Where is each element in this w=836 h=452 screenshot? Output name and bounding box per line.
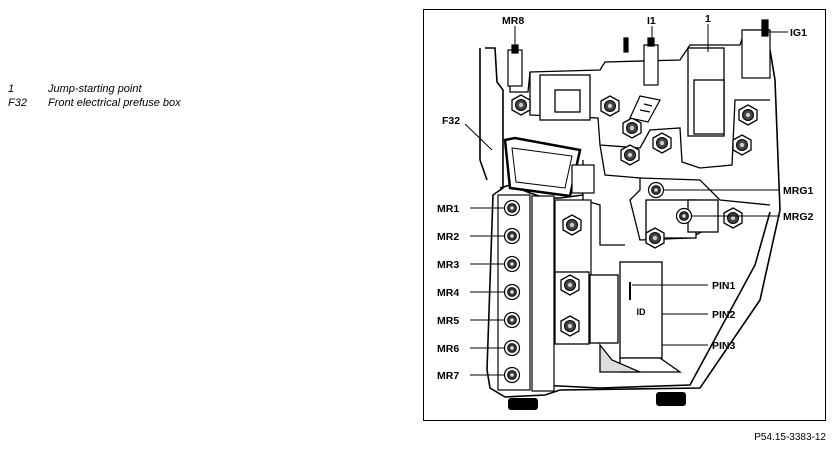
legend-key: 1 [8, 83, 15, 95]
label-mr1: MR1 [437, 203, 459, 215]
leader-lines [464, 24, 788, 376]
label-mr7: MR7 [437, 370, 459, 382]
label-ig1: IG1 [790, 27, 807, 39]
figure-reference: P54.15-3383-12 [754, 432, 826, 443]
legend-text: Front electrical prefuse box [48, 97, 181, 109]
bolt-mr4 [503, 283, 521, 301]
label-mrg2: MRG2 [783, 211, 813, 223]
callout-labels: MR8 I1 1 IG1 F32 MR1 MR2 MR3 MR4 MR5 MR6… [437, 13, 813, 382]
legend-row-prefuse-box: F32 Front electrical prefuse box [8, 96, 181, 110]
bolt-mr3 [503, 255, 521, 273]
label-mr4: MR4 [437, 287, 459, 299]
label-pin1: PIN1 [712, 280, 736, 292]
angled-module [503, 136, 595, 198]
bolt-mrg2 [675, 207, 693, 225]
legend-text: Jump-starting point [48, 83, 142, 95]
label-mr6: MR6 [437, 343, 459, 355]
label-i1: I1 [647, 15, 656, 27]
housing-feet [508, 392, 686, 410]
label-pin3: PIN3 [712, 340, 736, 352]
bolt-mrg1 [647, 181, 665, 199]
label-f32: F32 [442, 115, 460, 127]
label-pin2: PIN2 [712, 309, 736, 321]
bolt-mr2 [503, 227, 521, 245]
label-mr3: MR3 [437, 259, 459, 271]
label-mrg1: MRG1 [783, 185, 813, 197]
bolt-mr5 [503, 311, 521, 329]
bolt-mr7 [503, 366, 521, 384]
bolt-mr1 [503, 199, 521, 217]
label-mr5: MR5 [437, 315, 459, 327]
label-mr8: MR8 [502, 15, 524, 27]
top-connector-pins [507, 19, 771, 87]
label-mr2: MR2 [437, 231, 459, 243]
small-fuse [629, 95, 661, 123]
legend: 1 Jump-starting point F32 Front electrical… [8, 82, 181, 110]
id-mark: ID [637, 307, 647, 317]
bolt-mr6 [503, 339, 521, 357]
label-jump-start-1: 1 [705, 13, 711, 25]
legend-row-jump-start: 1 Jump-starting point [8, 82, 181, 96]
legend-key: F32 [8, 97, 27, 109]
diagram-frame [423, 9, 826, 421]
